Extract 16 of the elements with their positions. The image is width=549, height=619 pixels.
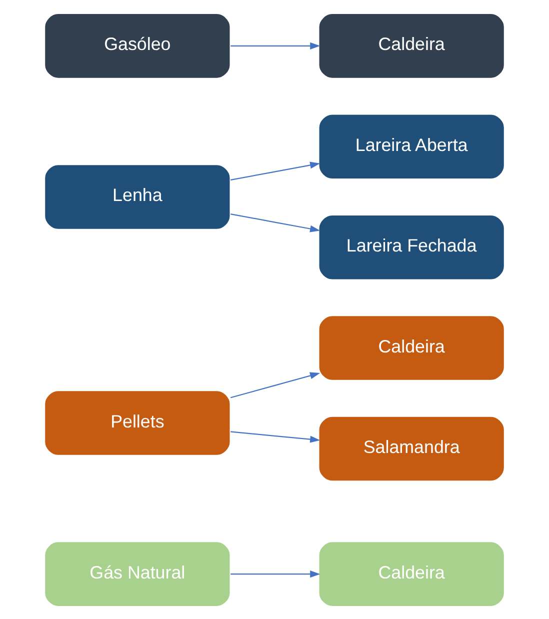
node-box: Lenha <box>44 163 231 230</box>
arrow <box>230 430 320 442</box>
arrow <box>230 570 320 578</box>
node-box: Caldeira <box>318 314 505 381</box>
node-box: Salamandra <box>318 415 505 482</box>
node-box: Caldeira <box>318 540 505 607</box>
arrow <box>230 42 320 49</box>
node-box: Gasóleo <box>44 12 231 78</box>
node-box: Pellets <box>44 390 231 456</box>
node-box: Caldeira <box>318 12 505 78</box>
node-box: Lareira Fechada <box>318 214 505 280</box>
arrow <box>230 161 320 180</box>
arrow <box>230 372 320 398</box>
node-box: Gás Natural <box>44 540 231 607</box>
node-box: Lareira Aberta <box>318 113 505 180</box>
arrow <box>230 212 320 232</box>
